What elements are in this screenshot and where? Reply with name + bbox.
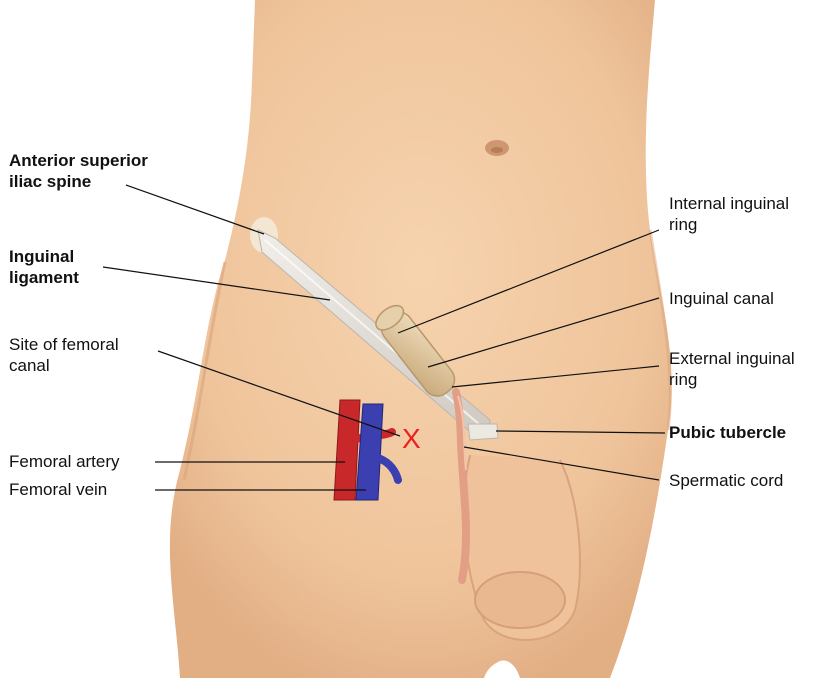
label-anterior-superior-iliac-spine: Anterior superior iliac spine [9, 150, 148, 192]
label-femoral-canal-line2: canal [9, 355, 119, 376]
label-asis-line1: Anterior superior [9, 150, 148, 171]
label-femoral-canal-line1: Site of femoral [9, 334, 119, 355]
label-site-of-femoral-canal: Site of femoral canal [9, 334, 119, 376]
label-inguinal-ligament: Inguinal ligament [9, 246, 79, 288]
label-external-ring-line1: External inguinal [669, 348, 795, 369]
label-femoral-artery: Femoral artery [9, 451, 120, 472]
femoral-canal-marker: X [402, 425, 421, 453]
label-external-inguinal-ring: External inguinal ring [669, 348, 795, 390]
label-asis-line2: iliac spine [9, 171, 148, 192]
label-internal-ring-line1: Internal inguinal [669, 193, 789, 214]
pubic-tubercle [468, 424, 498, 440]
label-external-ring-line2: ring [669, 369, 795, 390]
label-femoral-vein: Femoral vein [9, 479, 107, 500]
label-internal-ring-line2: ring [669, 214, 789, 235]
label-inguinal-ligament-line1: Inguinal [9, 246, 79, 267]
label-inguinal-ligament-line2: ligament [9, 267, 79, 288]
label-spermatic-cord: Spermatic cord [669, 470, 783, 491]
label-internal-inguinal-ring: Internal inguinal ring [669, 193, 789, 235]
label-inguinal-canal: Inguinal canal [669, 288, 774, 309]
label-pubic-tubercle: Pubic tubercle [669, 422, 786, 443]
